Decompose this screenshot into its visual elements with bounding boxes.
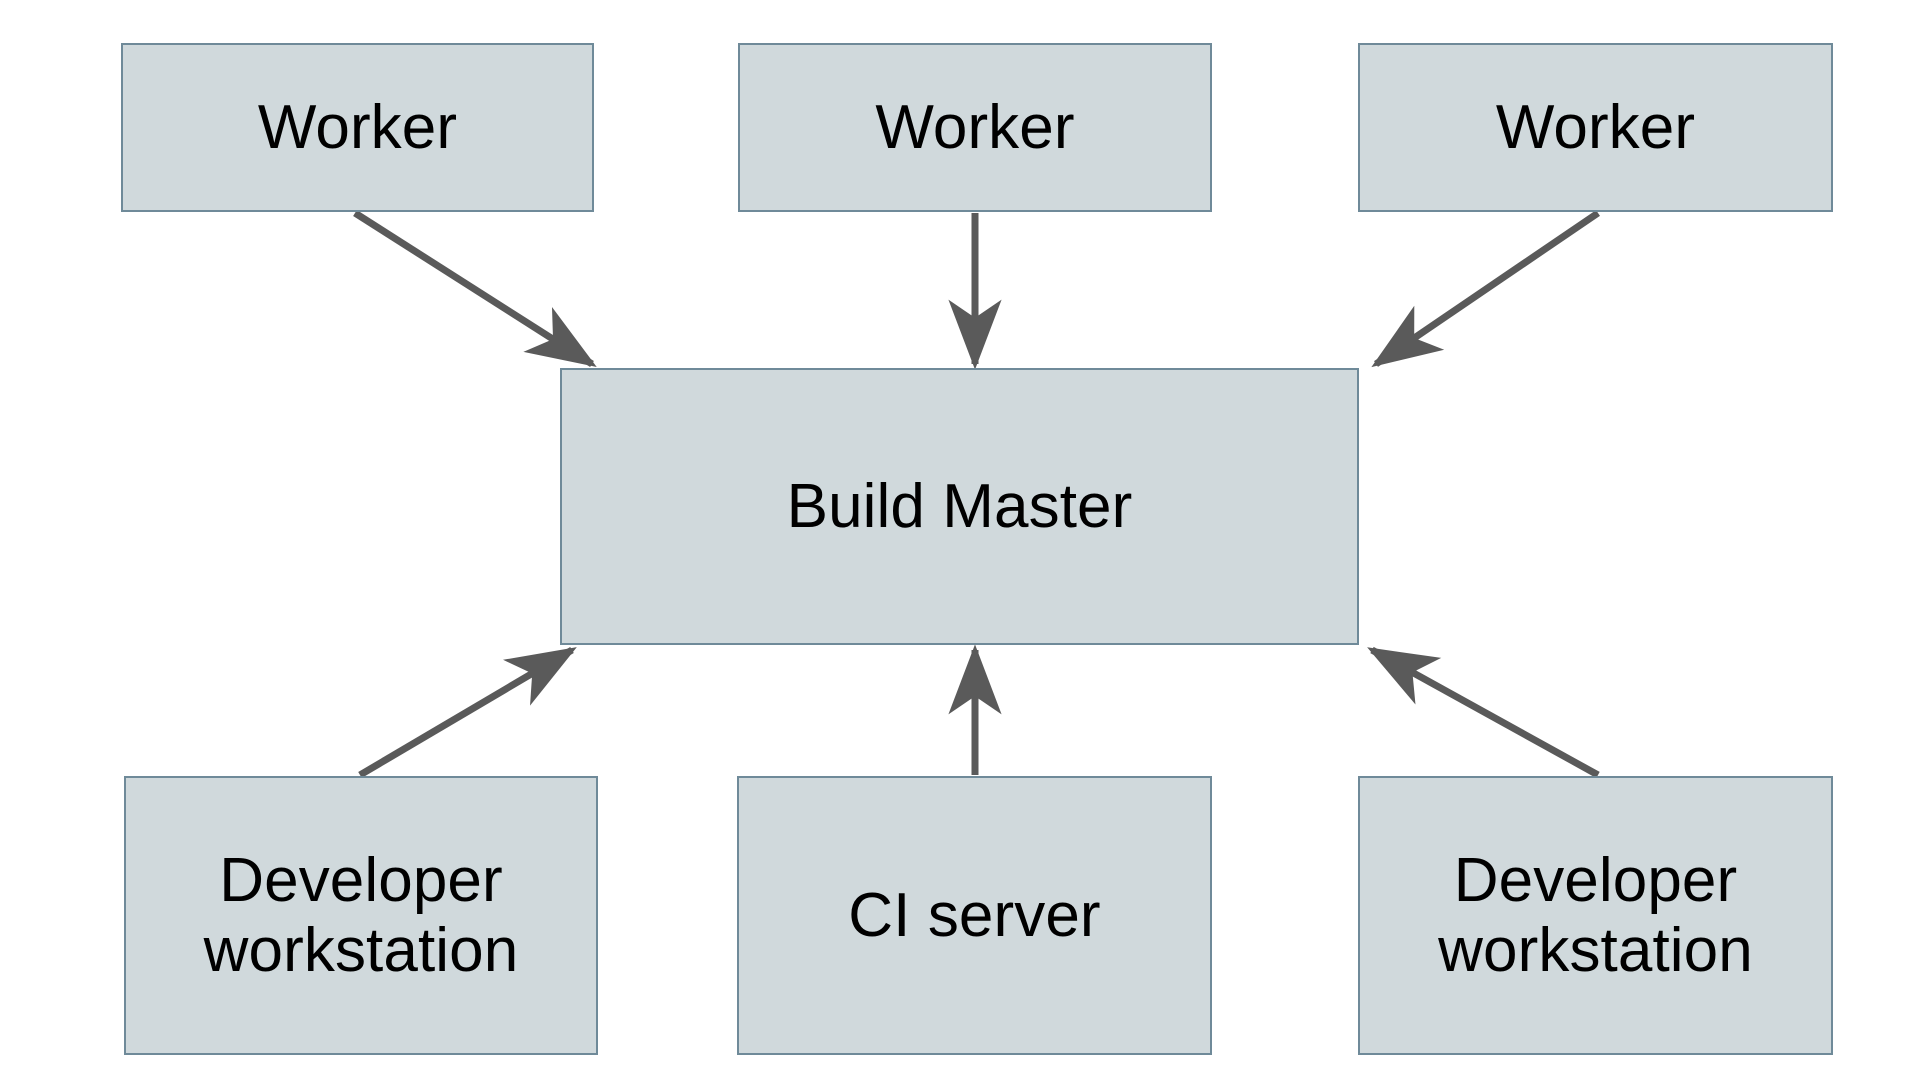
node-label: Developer workstation <box>1438 846 1753 985</box>
edge-dev-right-to-master <box>1367 646 1600 779</box>
node-build-master[interactable]: Build Master <box>560 368 1359 645</box>
node-worker-1[interactable]: Worker <box>121 43 594 212</box>
node-label: Developer workstation <box>203 846 519 985</box>
node-label: Worker <box>1495 92 1696 162</box>
node-ci-server[interactable]: CI server <box>737 776 1212 1055</box>
edge-dev-left-to-master <box>358 646 577 779</box>
node-developer-workstation-right[interactable]: Developer workstation <box>1358 776 1833 1055</box>
node-label: CI server <box>848 880 1101 950</box>
node-developer-workstation-left[interactable]: Developer workstation <box>124 776 598 1055</box>
edge-worker-3-to-master <box>1371 210 1600 368</box>
node-worker-2[interactable]: Worker <box>738 43 1212 212</box>
edge-worker-1-to-master <box>353 210 597 368</box>
node-label: Worker <box>875 92 1075 162</box>
node-worker-3[interactable]: Worker <box>1358 43 1833 212</box>
node-label: Build Master <box>786 471 1133 541</box>
node-label: Worker <box>257 92 458 162</box>
